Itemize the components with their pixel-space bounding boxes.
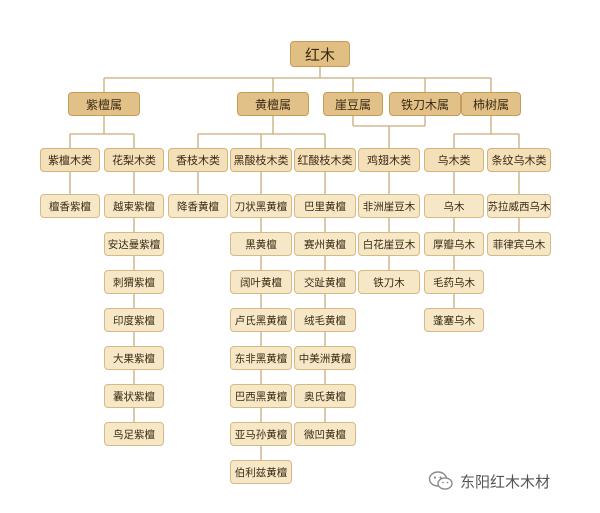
group-hei-suanzhi-mu: 黑酸枝木类: [230, 148, 292, 172]
species-item: 刀状黑黄檀: [230, 194, 292, 218]
species-item: 安达曼紫檀: [104, 232, 164, 256]
group-wu-mu: 乌木类: [424, 148, 484, 172]
species-item: 毛药乌木: [424, 270, 484, 294]
group-huali-mu: 花梨木类: [104, 148, 164, 172]
species-item: 阔叶黄檀: [230, 270, 292, 294]
species-item: 巴西黑黄檀: [230, 384, 292, 408]
group-zitan-mu: 紫檀木类: [40, 148, 100, 172]
genus-dalbergia: 黄檀属: [237, 92, 309, 116]
root-node: 红木: [290, 41, 350, 67]
watermark-text: 东阳红木木材: [460, 472, 551, 491]
species-item: 卢氏黑黄檀: [230, 308, 292, 332]
watermark: 东阳红木木材: [428, 470, 550, 492]
group-tiaowen-wu-mu: 条纹乌木类: [487, 148, 551, 172]
species-item: 交趾黄檀: [294, 270, 356, 294]
group-jichi-mu: 鸡翅木类: [358, 148, 420, 172]
species-item: 厚瓣乌木: [424, 232, 484, 256]
species-item: 苏拉威西乌木: [487, 194, 551, 218]
group-xiangzhi-mu: 香枝木类: [168, 148, 228, 172]
genus-millettia: 崖豆属: [323, 92, 383, 116]
species-item: 越柬紫檀: [104, 194, 164, 218]
genus-diospyros: 柿树属: [461, 92, 521, 116]
genus-pterocarpus: 紫檀属: [68, 92, 140, 116]
species-item: 非洲崖豆木: [358, 194, 420, 218]
species-item: 降香黄檀: [168, 194, 228, 218]
species-item: 黑黄檀: [230, 232, 292, 256]
species-item: 乌木: [424, 194, 484, 218]
species-item: 东非黑黄檀: [230, 346, 292, 370]
species-item: 巴里黄檀: [294, 194, 356, 218]
species-item: 檀香紫檀: [40, 194, 100, 218]
species-item: 大果紫檀: [104, 346, 164, 370]
genus-cassia: 铁刀木属: [389, 92, 461, 116]
wechat-icon: [428, 471, 453, 490]
species-item: 奥氏黄檀: [294, 384, 356, 408]
species-item: 赛州黄檀: [294, 232, 356, 256]
group-hong-suanzhi-mu: 红酸枝木类: [294, 148, 356, 172]
species-item: 绒毛黄檀: [294, 308, 356, 332]
species-item: 菲律宾乌木: [487, 232, 551, 256]
species-item: 微凹黄檀: [294, 422, 356, 446]
species-item: 囊状紫檀: [104, 384, 164, 408]
species-item: 中美洲黄檀: [294, 346, 356, 370]
species-item: 鸟足紫檀: [104, 422, 164, 446]
species-item: 蓬塞乌木: [424, 308, 484, 332]
species-item: 伯利兹黄檀: [230, 460, 292, 484]
species-item: 刺猬紫檀: [104, 270, 164, 294]
species-item: 印度紫檀: [104, 308, 164, 332]
species-item: 亚马孙黄檀: [230, 422, 292, 446]
species-item: 白花崖豆木: [358, 232, 420, 256]
species-item: 铁刀木: [358, 270, 420, 294]
